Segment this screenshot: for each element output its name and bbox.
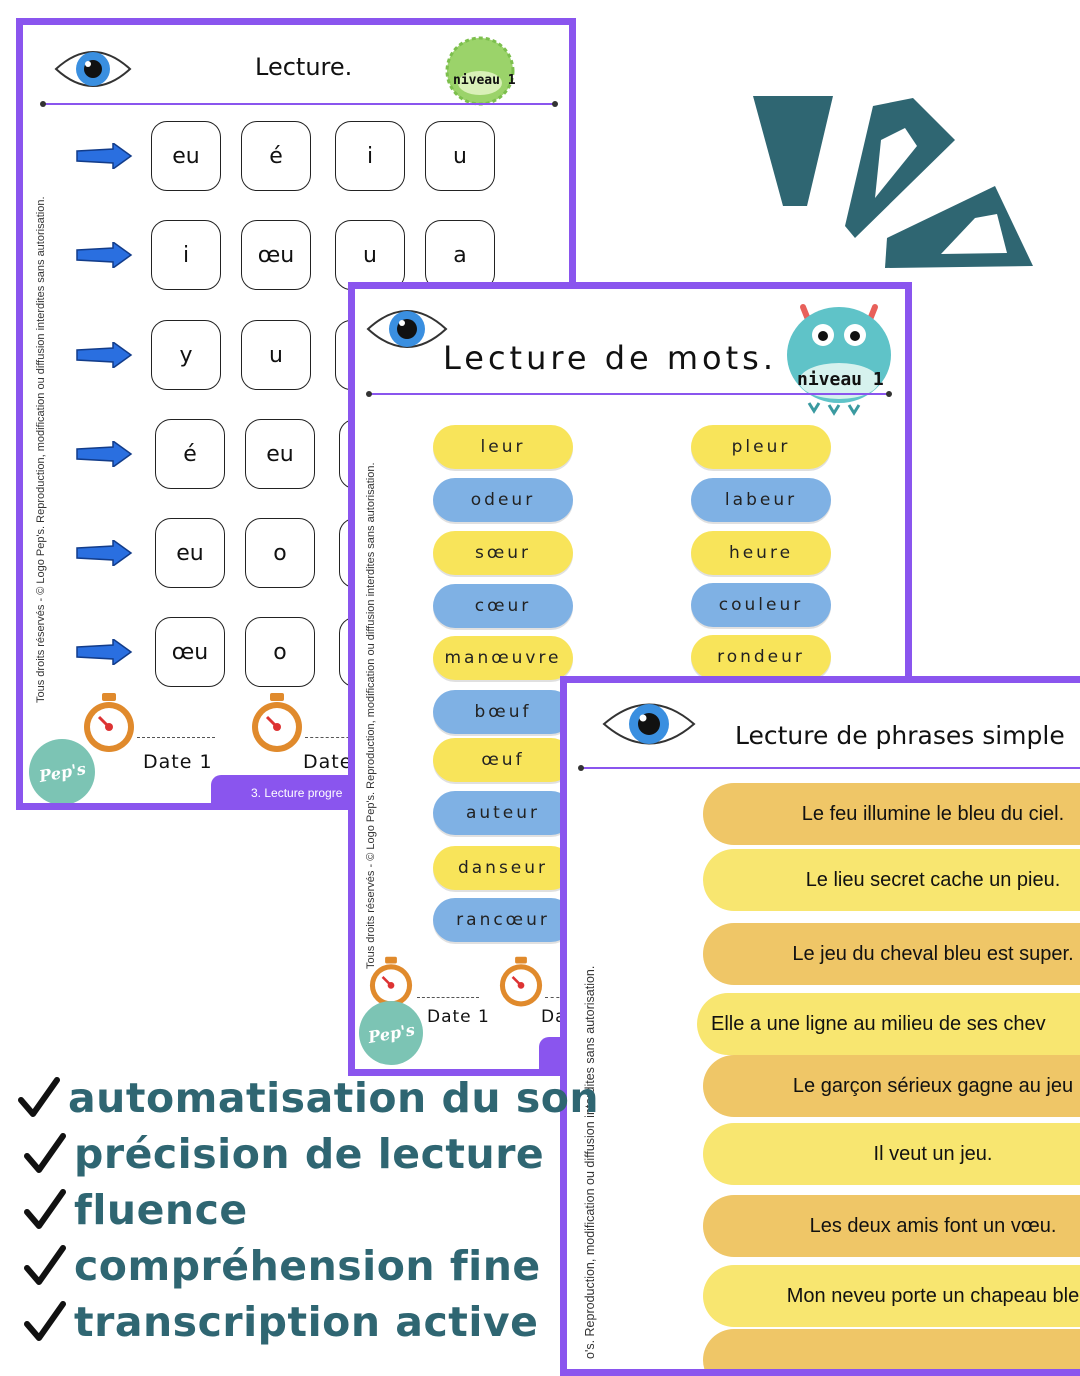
sentence-strip: Mon neveu porte un chapeau ble xyxy=(703,1265,1080,1327)
title-divider xyxy=(366,391,892,397)
word-pill: rondeur xyxy=(691,635,831,679)
checklist-item: automatisation du son xyxy=(18,1074,599,1122)
burst-decoration-icon xyxy=(753,96,1033,268)
word-pill: manœuvre xyxy=(433,636,573,680)
word-pill: odeur xyxy=(433,478,573,522)
checklist-item: précision de lecture xyxy=(24,1130,544,1178)
eye-icon xyxy=(602,703,696,745)
sheet-lecture-sons: Lecture. niveau 1 Tous droits réservés -… xyxy=(16,18,576,810)
date1-line xyxy=(417,997,479,998)
sound-box: i xyxy=(151,220,221,290)
peps-logo-text: Pep's xyxy=(366,1019,416,1047)
sentence-strip: Le garçon sérieux gagne au jeu xyxy=(703,1055,1080,1117)
monster-badge-icon xyxy=(445,36,515,106)
sentence-strip-partial xyxy=(703,1329,1080,1369)
checkmark-icon xyxy=(24,1301,66,1341)
checkmark-icon xyxy=(24,1189,66,1229)
sheet1-title: Lecture. xyxy=(255,53,353,81)
sheet1-footer: 3. Lecture progre xyxy=(211,775,371,803)
checkmark-icon xyxy=(24,1245,66,1285)
sound-box: y xyxy=(151,320,221,390)
checklist-item: compréhension fine xyxy=(24,1242,541,1290)
sound-box: o xyxy=(245,518,315,588)
title-divider xyxy=(578,765,1080,771)
sound-box: u xyxy=(241,320,311,390)
sound-box: é xyxy=(155,419,225,489)
sentence-strip: Le jeu du cheval bleu est super. xyxy=(703,923,1080,985)
copyright-vertical: Tous droits réservés - © Logo Pep's. Rep… xyxy=(35,196,47,704)
sound-box: eu xyxy=(155,518,225,588)
stopwatch-icon xyxy=(252,693,302,752)
blue-arrow-icon xyxy=(76,242,133,268)
checklist-label: transcription active xyxy=(74,1298,539,1346)
blue-arrow-icon xyxy=(76,441,133,467)
peps-logo-icon: Pep's xyxy=(359,1001,423,1065)
sound-box: œu xyxy=(241,220,311,290)
stopwatch-icon xyxy=(369,956,413,1007)
sheet2-level-badge: niveau 1 xyxy=(797,369,884,390)
checklist-label: fluence xyxy=(74,1186,248,1234)
sheet1-date1: Date 1 xyxy=(143,751,213,773)
blue-arrow-icon xyxy=(76,342,133,368)
word-pill: bœuf xyxy=(433,690,573,734)
peps-logo-text: Pep's xyxy=(37,758,87,786)
word-pill: cœur xyxy=(433,584,573,628)
sound-box: œu xyxy=(155,617,225,687)
sentence-strip: Elle a une ligne au milieu de ses chev xyxy=(697,993,1080,1055)
date1-line xyxy=(137,737,215,738)
sound-box: é xyxy=(241,121,311,191)
word-pill: sœur xyxy=(433,531,573,575)
word-pill: labeur xyxy=(691,478,831,522)
word-pill: rancœur xyxy=(433,898,573,942)
sound-box: i xyxy=(335,121,405,191)
stopwatch-icon xyxy=(84,693,134,752)
sound-box: u xyxy=(335,220,405,290)
sentence-strip: Le feu illumine le bleu du ciel. xyxy=(703,783,1080,845)
sheet1-date2: Date xyxy=(303,751,353,773)
peps-logo-icon: Pep's xyxy=(29,739,95,803)
stopwatch-icon xyxy=(499,956,543,1007)
sentence-strip: Il veut un jeu. xyxy=(703,1123,1080,1185)
eye-icon xyxy=(366,310,448,348)
word-pill: pleur xyxy=(691,425,831,469)
blue-arrow-icon xyxy=(76,143,133,169)
sound-box: u xyxy=(425,121,495,191)
sound-box: eu xyxy=(151,121,221,191)
sheet2-date2: Da xyxy=(541,1007,567,1027)
blue-arrow-icon xyxy=(76,540,133,566)
copyright-vertical: Tous droits réservés - © Logo Pep's. Rep… xyxy=(365,462,377,970)
checkmark-icon xyxy=(24,1133,66,1173)
copyright-vertical: o's. Reproduction, modification ou diffu… xyxy=(583,965,597,1359)
word-pill: œuf xyxy=(433,738,573,782)
checklist-item: transcription active xyxy=(24,1298,538,1346)
sheet3-title: Lecture de phrases simple xyxy=(735,721,1065,750)
sheet2-title: Lecture de mots. xyxy=(443,339,777,377)
checklist-label: automatisation du son xyxy=(68,1074,600,1122)
word-pill: auteur xyxy=(433,791,573,835)
checklist-item: fluence xyxy=(24,1186,248,1234)
sentence-strip: Les deux amis font un vœu. xyxy=(703,1195,1080,1257)
eye-icon xyxy=(54,51,132,87)
word-pill: leur xyxy=(433,425,573,469)
word-pill: couleur xyxy=(691,583,831,627)
checklist-label: compréhension fine xyxy=(74,1242,541,1290)
date2-line xyxy=(545,997,565,998)
sentence-strip: Le lieu secret cache un pieu. xyxy=(703,849,1080,911)
checklist-label: précision de lecture xyxy=(74,1130,545,1178)
sheet2-date1: Date 1 xyxy=(427,1007,490,1027)
word-pill: danseur xyxy=(433,846,573,890)
sound-box: eu xyxy=(245,419,315,489)
blue-arrow-icon xyxy=(76,639,133,665)
monster-badge-icon xyxy=(787,304,891,416)
date2-line xyxy=(305,737,365,738)
sound-box: o xyxy=(245,617,315,687)
sound-box: a xyxy=(425,220,495,290)
title-divider xyxy=(40,101,558,107)
word-pill: heure xyxy=(691,531,831,575)
checkmark-icon xyxy=(18,1077,60,1117)
sheet1-level-badge: niveau 1 xyxy=(453,73,516,88)
sheet-lecture-phrases: Lecture de phrases simple o's. Reproduct… xyxy=(560,676,1080,1376)
